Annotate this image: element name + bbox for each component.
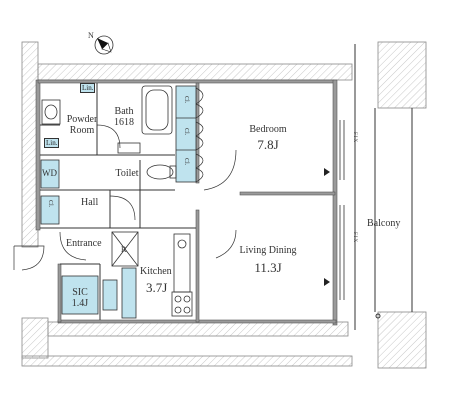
kitchen-label: Kitchen xyxy=(140,266,172,277)
bath-size: 1618 xyxy=(114,117,134,128)
living-dining-label: Living Dining xyxy=(239,245,297,256)
powder-room-label-2: Room xyxy=(69,125,95,136)
partitions xyxy=(40,83,196,320)
balcony-label: Balcony xyxy=(367,218,401,229)
refrigerator-tag: R xyxy=(121,245,127,254)
toilet-label: Toilet xyxy=(115,168,139,179)
fix-window-label-2: FIX xyxy=(352,232,357,244)
door-swings xyxy=(13,124,237,271)
closet-tag-hall: Cl. xyxy=(47,200,53,208)
bedroom-area: 7.8J xyxy=(257,137,279,152)
kitchen-area: 3.7J xyxy=(146,280,168,295)
closet-tag-1: Cl. xyxy=(183,96,189,104)
north-arrow-icon xyxy=(94,35,114,55)
washer-dryer-tag: WD xyxy=(42,168,57,178)
exterior-walls xyxy=(21,41,427,369)
fixtures xyxy=(41,99,191,293)
entrance-label: Entrance xyxy=(66,238,102,249)
closet-tag-2: Cl. xyxy=(183,128,189,136)
linen-tag-1: Lin. xyxy=(80,83,96,93)
windows xyxy=(339,120,345,300)
sic-label: SIC xyxy=(72,287,88,298)
storage-units xyxy=(40,159,118,315)
kitchen-counter xyxy=(111,231,139,319)
hall-label: Hall xyxy=(81,197,99,208)
bedroom-label: Bedroom xyxy=(249,124,287,135)
powder-room-label-1: Powder xyxy=(66,114,98,125)
bedroom-closets xyxy=(175,85,197,183)
fix-window-label-1: FIX xyxy=(352,132,357,144)
closet-tag-3: Cl. xyxy=(183,158,189,166)
compass-label: N xyxy=(88,31,94,40)
bath-label: Bath xyxy=(114,106,134,117)
bathtub xyxy=(141,85,173,135)
closet-door-swings xyxy=(195,87,204,183)
sic-area: 1.4J xyxy=(71,298,89,309)
living-dining-area: 11.3J xyxy=(254,260,282,275)
window-arrows xyxy=(324,168,330,286)
balcony-outline xyxy=(354,44,413,330)
stove xyxy=(171,291,193,317)
linen-tag-2: Lin. xyxy=(44,138,60,148)
